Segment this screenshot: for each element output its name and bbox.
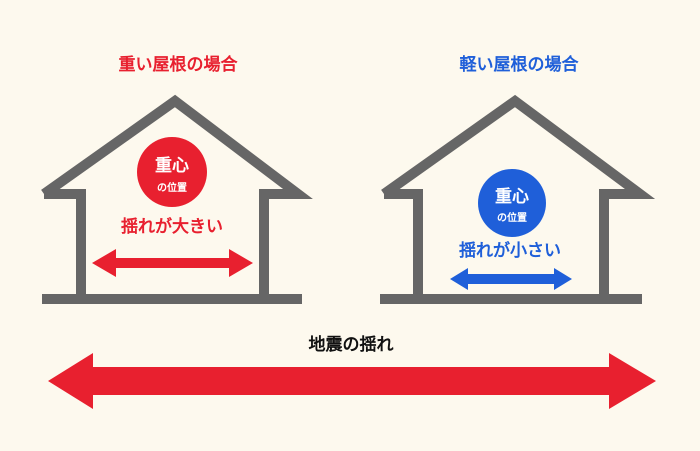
light-center-of-gravity-marker (478, 169, 546, 237)
ground-motion: 地震の揺れ (48, 334, 656, 409)
light-center-label-main: 重心 (495, 186, 529, 207)
light-center-label-sub: の位置 (497, 211, 527, 224)
ground-motion-label: 地震の揺れ (309, 334, 394, 355)
heavy-sway-arrow (92, 249, 253, 277)
heavy-center-label-main: 重心 (155, 155, 189, 176)
light-sway-arrow (450, 268, 572, 290)
heavy-center-of-gravity-marker (137, 137, 207, 207)
light-roof-title: 軽い屋根の場合 (460, 54, 580, 75)
ground-motion-arrow (48, 353, 656, 409)
heavy-house-outline (41, 94, 313, 299)
light-roof-house: 軽い屋根の場合 重心 の位置 揺れが小さい (380, 54, 656, 304)
light-sway-label: 揺れが小さい (459, 240, 561, 261)
heavy-roof-title: 重い屋根の場合 (119, 54, 239, 75)
heavy-center-label-sub: の位置 (157, 181, 187, 194)
heavy-roof-house: 重い屋根の場合 重心 の位置 揺れが大きい (41, 54, 313, 304)
heavy-sway-label: 揺れが大きい (121, 216, 223, 237)
light-house-outline (381, 94, 656, 299)
